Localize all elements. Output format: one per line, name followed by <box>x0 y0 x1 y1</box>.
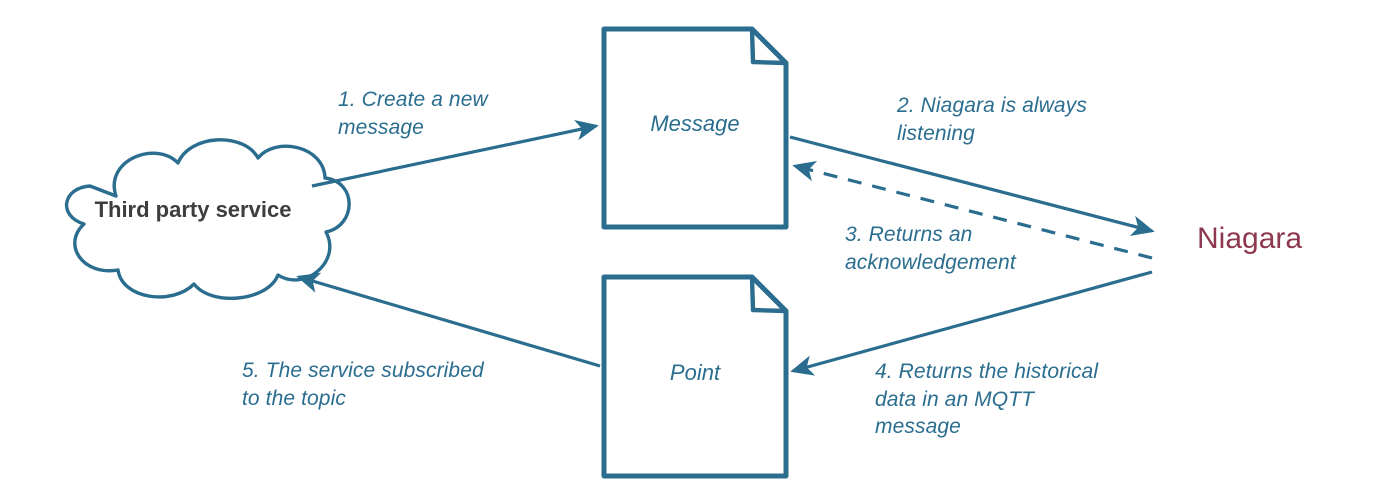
edge-step5-line <box>296 272 601 368</box>
cloud-label: Third party service <box>94 197 292 222</box>
niagara-label: Niagara <box>1197 222 1303 255</box>
edge-label-step2: 2. Niagara is always listening <box>897 94 1087 145</box>
node-message-document[interactable] <box>601 26 789 474</box>
edge-label-step3: 3. Returns an acknowledgement <box>845 223 1016 274</box>
edge-label-step1: 1. Create a new message <box>338 88 488 139</box>
node-point-document[interactable] <box>601 274 789 479</box>
message-document-label: Message <box>650 111 740 136</box>
edge-label-step5: 5. The service subscribed to the topic <box>242 359 484 410</box>
edge-step3-line <box>792 160 1153 260</box>
point-document-label: Point <box>669 360 721 385</box>
node-cloud[interactable] <box>65 138 351 300</box>
edge-label-step4: 4. Returns the historical data in an MQT… <box>875 360 1099 439</box>
edge-step2-line <box>789 135 1155 236</box>
edge-step4-line <box>790 270 1153 376</box>
edge-step1-line <box>311 120 599 188</box>
